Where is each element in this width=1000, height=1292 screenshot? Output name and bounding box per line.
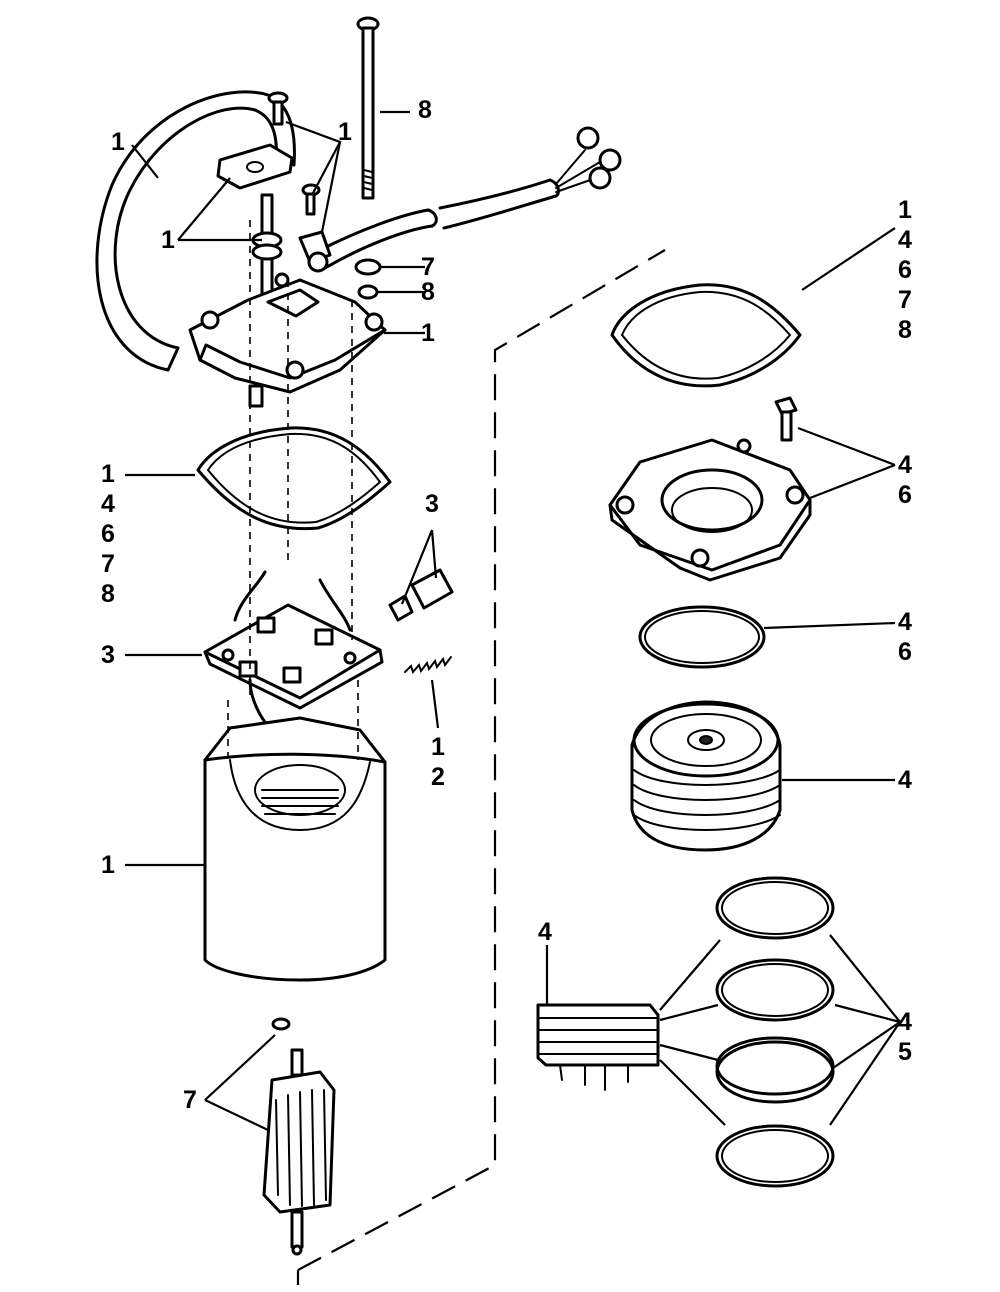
bolt-part — [774, 396, 798, 442]
callout-number: 1 — [338, 118, 352, 146]
callout-number: 4 — [898, 766, 912, 794]
pump-part — [630, 700, 782, 852]
o-ring-part — [638, 605, 766, 669]
callout-number: 4 — [101, 490, 115, 518]
assembly-dashed-line — [296, 249, 666, 1285]
gasket-part — [610, 283, 802, 388]
armature-part — [262, 1017, 336, 1256]
callout-number: 6 — [898, 638, 912, 666]
callout-number: 8 — [101, 580, 115, 608]
alignment-line — [227, 220, 359, 760]
sleeve-part — [388, 568, 454, 622]
bracket-part — [216, 143, 294, 190]
callout-number: 6 — [101, 520, 115, 548]
callout-number: 4 — [898, 451, 912, 479]
through-bolt-part — [356, 16, 380, 200]
callout-number: 4 — [898, 226, 912, 254]
callout-number: 8 — [898, 316, 912, 344]
washer-part — [354, 258, 382, 300]
callout-number: 8 — [421, 278, 435, 306]
callout-number: 5 — [898, 1038, 912, 1066]
callout-number: 4 — [538, 918, 552, 946]
callout-number: 1 — [898, 196, 912, 224]
motor-housing-part — [203, 716, 387, 982]
o-ring-set-part — [715, 876, 835, 1188]
cable-part — [298, 126, 622, 273]
callout-number: 1 — [111, 128, 125, 156]
callout-number: 4 — [898, 608, 912, 636]
callout-number: 3 — [101, 641, 115, 669]
callout-number: 7 — [183, 1086, 197, 1114]
callout-number: 1 — [101, 851, 115, 879]
callout-number: 1 — [101, 460, 115, 488]
screw-part — [267, 91, 321, 216]
callout-number: 6 — [898, 481, 912, 509]
valve-block-part — [536, 1003, 660, 1091]
callout-number: 8 — [418, 96, 432, 124]
callout-number: 3 — [425, 490, 439, 518]
gasket-part — [196, 426, 392, 531]
callout-number: 1 — [421, 319, 435, 347]
callout-number: 7 — [101, 550, 115, 578]
leader-lines — [125, 110, 901, 1131]
callout-number: 7 — [421, 253, 435, 281]
spring-part — [404, 656, 452, 674]
callout-number: 2 — [431, 763, 445, 791]
callout-number: 7 — [898, 286, 912, 314]
callout-number: 1 — [161, 226, 175, 254]
flange-plate-part — [608, 438, 812, 582]
callout-number: 4 — [898, 1008, 912, 1036]
brush-plate-part — [203, 570, 384, 730]
callout-number: 1 — [431, 733, 445, 761]
hose-part — [95, 90, 296, 372]
callout-number: 6 — [898, 256, 912, 284]
